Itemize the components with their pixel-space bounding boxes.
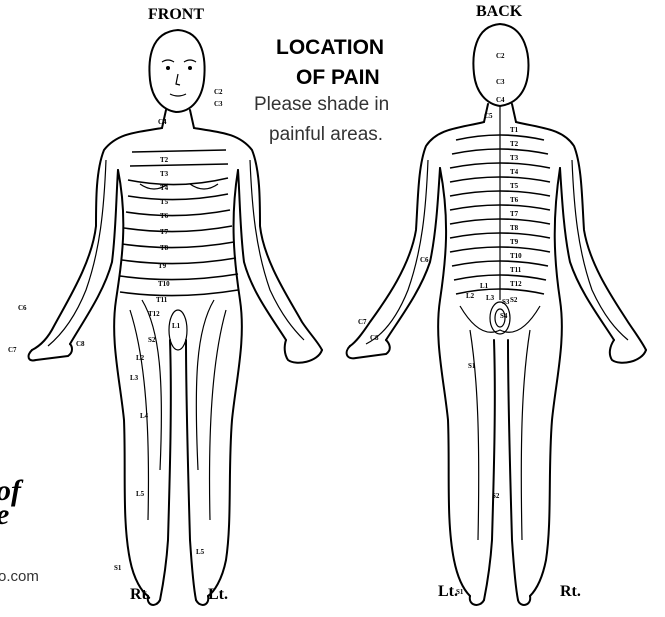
dermatome-label: L4 <box>140 412 148 420</box>
back-heading: BACK <box>476 3 522 21</box>
dermatome-label: T6 <box>160 212 168 220</box>
pain-instruction-line-2: painful areas. <box>269 124 383 146</box>
dermatome-label: T10 <box>158 280 170 288</box>
dermatome-label: T6 <box>510 196 518 204</box>
dermatome-label: L2 <box>136 354 144 362</box>
dermatome-label: S3 <box>502 298 509 306</box>
dermatome-label: C7 <box>358 318 367 326</box>
logo-line-2: e <box>0 498 9 532</box>
dermatome-label: T3 <box>160 170 168 178</box>
dermatome-label: C3 <box>214 100 223 108</box>
dermatome-label: L5 <box>136 490 144 498</box>
dermatome-label: T8 <box>160 244 168 252</box>
logo-url: o.com <box>0 568 39 585</box>
dermatome-label: T12 <box>510 280 522 288</box>
dermatome-label: C8 <box>76 340 85 348</box>
front-left-label: Lt. <box>208 586 228 604</box>
dermatome-label: T9 <box>510 238 518 246</box>
dermatome-label: T5 <box>160 198 168 206</box>
back-left-label: Lt. <box>438 583 458 601</box>
back-right-label: Rt. <box>560 583 581 601</box>
dermatome-label: C4 <box>158 118 167 126</box>
dermatome-label: T5 <box>510 182 518 190</box>
dermatome-label: S1 <box>468 362 475 370</box>
dermatome-label: S2 <box>510 296 517 304</box>
pain-instruction-line-1: Please shade in <box>254 94 389 116</box>
dermatome-label: T7 <box>160 228 168 236</box>
dermatome-label: T10 <box>510 252 522 260</box>
dermatome-label: C2 <box>496 52 505 60</box>
dermatome-label: S2 <box>492 492 499 500</box>
pain-title-line-1: LOCATION <box>276 36 384 60</box>
dermatome-label: L1 <box>480 282 488 290</box>
dermatome-label: T4 <box>510 168 518 176</box>
dermatome-label: C4 <box>496 96 505 104</box>
dermatome-label: S1 <box>114 564 121 572</box>
dermatome-label: C7 <box>8 346 17 354</box>
dermatome-label: T7 <box>510 210 518 218</box>
dermatome-label: L1 <box>172 322 180 330</box>
dermatome-label: T11 <box>156 296 167 304</box>
dermatome-label: T9 <box>158 262 166 270</box>
dermatome-label: T4 <box>160 184 168 192</box>
dermatome-label: T2 <box>160 156 168 164</box>
dermatome-label: T8 <box>510 224 518 232</box>
pain-title-line-2: OF PAIN <box>296 66 380 90</box>
dermatome-label: L3 <box>486 294 494 302</box>
dermatome-label: C8 <box>370 334 379 342</box>
dermatome-label: T2 <box>510 140 518 148</box>
dermatome-label: T12 <box>148 310 160 318</box>
dermatome-label: L5 <box>196 548 204 556</box>
dermatome-label: C6 <box>18 304 27 312</box>
front-figure <box>29 30 322 605</box>
back-figure <box>347 24 646 605</box>
dermatome-label: C2 <box>214 88 223 96</box>
dermatome-label: S4 <box>500 312 507 320</box>
dermatome-label: C5 <box>484 112 493 120</box>
dermatome-label: T3 <box>510 154 518 162</box>
dermatome-label: L3 <box>130 374 138 382</box>
dermatome-label: C6 <box>420 256 429 264</box>
dermatome-label: T1 <box>510 126 518 134</box>
dermatome-label: S2 <box>148 336 155 344</box>
dermatome-label: T11 <box>510 266 521 274</box>
dermatome-label: L2 <box>466 292 474 300</box>
dermatome-label: C3 <box>496 78 505 86</box>
dermatome-label: S1 <box>456 588 463 596</box>
front-heading: FRONT <box>148 6 204 24</box>
front-right-label: Rt. <box>130 586 151 604</box>
